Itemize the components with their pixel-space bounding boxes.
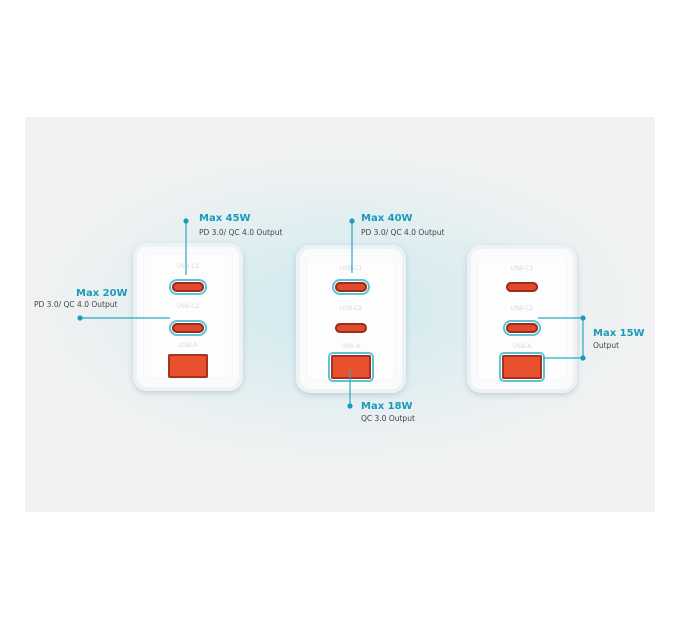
port-label: USB-C1 [176,263,200,270]
callout-subtitle: PD 3.0/ QC 4.0 Output [199,228,283,237]
charger-2: USB-C1 USB-C2 USB-A [296,245,406,393]
usb-c1-port [332,279,370,295]
usb-c2-port [503,320,541,336]
usb-c1-port [506,282,538,292]
callout-title: Max 18W [361,401,413,412]
port-label: USB-C1 [510,265,534,272]
callout-title: Max 15W [593,328,645,339]
usb-a-port [499,352,545,382]
port-label: USB-C2 [176,303,200,310]
callout-title: Max 40W [361,213,413,224]
usb-c1-port [169,279,207,295]
charger-3: USB-C1 USB-C2 USB-A [467,245,577,393]
usb-a-port [328,352,374,382]
callout-title: Max 20W [76,288,128,299]
usb-a-port [168,354,208,378]
usb-c2-port [169,320,207,336]
callout-title: Max 45W [199,213,251,224]
callout-subtitle: QC 3.0 Output [361,414,415,423]
port-label: USB-A [512,343,532,350]
port-label: USB-A [341,343,361,350]
port-label: USB-C2 [510,305,534,312]
port-label: USB-C2 [339,305,363,312]
callout-subtitle: PD 3.0/ QC 4.0 Output [361,228,445,237]
charger-1: USB-C1 USB-C2 USB-A [133,243,243,391]
usb-c2-port [335,323,367,333]
callout-subtitle: Output [593,341,620,350]
callout-subtitle: PD 3.0/ QC 4.0 Output [34,300,118,309]
port-label: USB-C1 [339,265,363,272]
port-label: USB-A [178,342,198,349]
